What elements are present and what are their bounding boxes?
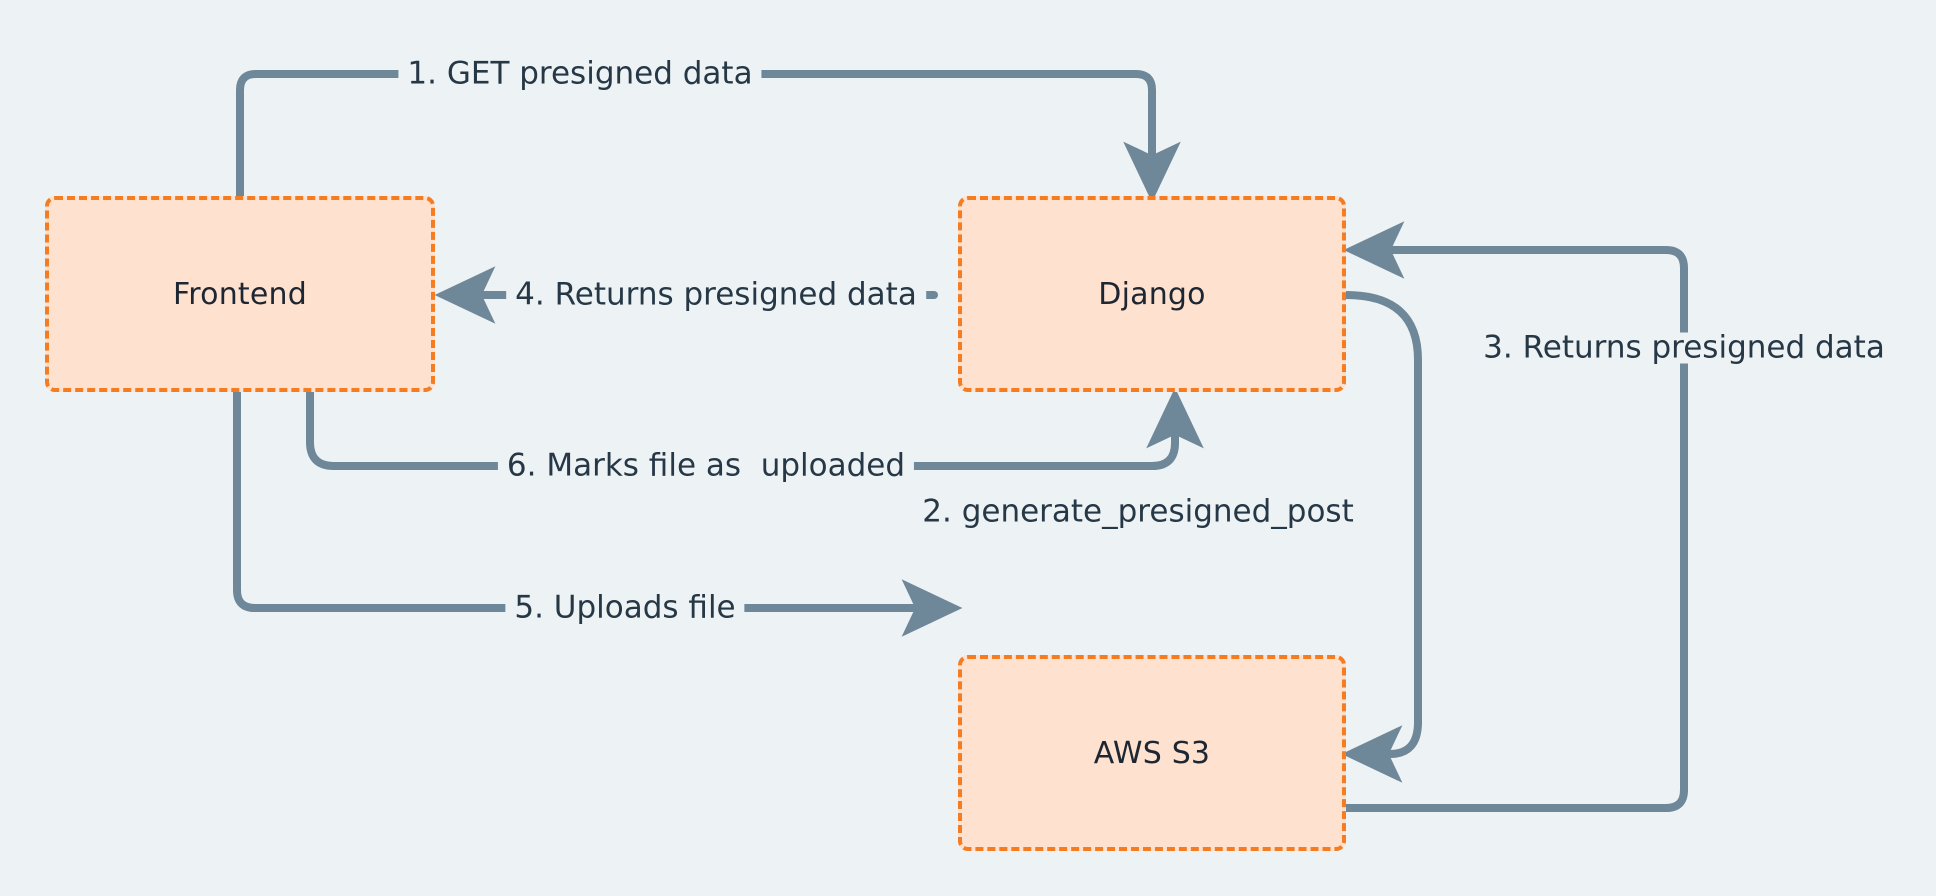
edge-label-1: 1. GET presigned data — [398, 58, 762, 90]
edge-5-path — [233, 388, 963, 637]
edge-label-6: 6. Marks file as uploaded — [497, 450, 915, 482]
edge-3-path — [1342, 221, 1688, 812]
node-django-label: Django — [1098, 276, 1206, 312]
edge-label-4: 4. Returns presigned data — [506, 279, 926, 311]
node-aws-s3[interactable]: AWS S3 — [958, 655, 1346, 851]
edge-label-2: 2. generate_presigned_post — [913, 496, 1363, 528]
node-aws-s3-label: AWS S3 — [1093, 735, 1211, 771]
node-frontend-label: Frontend — [173, 276, 307, 312]
node-frontend[interactable]: Frontend — [45, 196, 435, 392]
edge-2-path — [1341, 291, 1422, 783]
edge-label-5: 5. Uploads file — [505, 592, 745, 624]
edge-1-path — [236, 70, 1181, 203]
edge-label-3: 3. Returns presigned data — [1474, 332, 1894, 364]
node-django[interactable]: Django — [958, 196, 1346, 392]
